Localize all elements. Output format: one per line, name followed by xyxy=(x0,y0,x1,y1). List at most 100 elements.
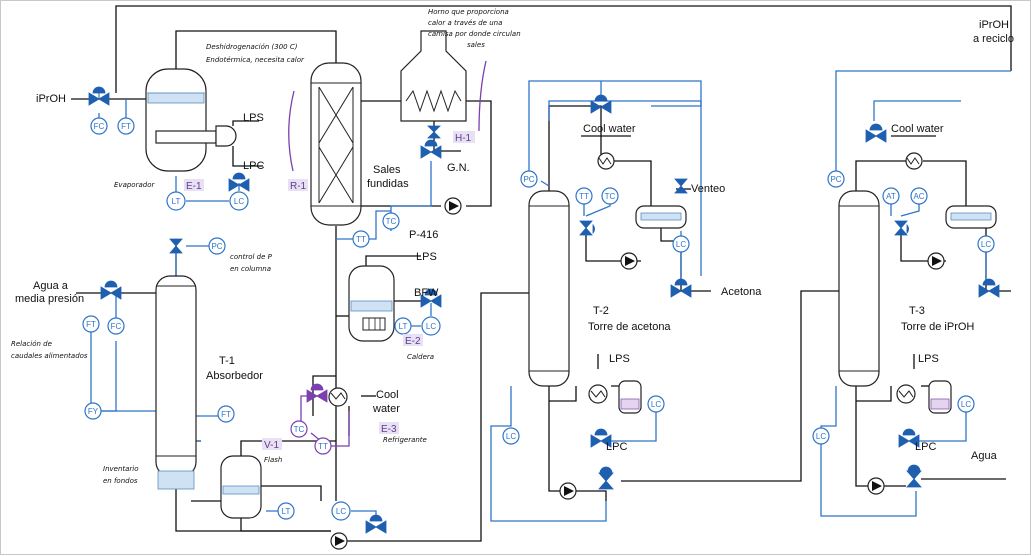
instrument-tt-reactor[interactable]: TT xyxy=(352,230,370,248)
label-t3-name: Torre de iPrOH xyxy=(901,321,974,333)
note-pressure-1: control de P xyxy=(230,253,273,261)
label-evaporador: Evaporador xyxy=(114,181,155,189)
instrument-ft-water[interactable]: FT xyxy=(82,315,100,333)
svg-text:LT: LT xyxy=(172,197,181,206)
instrument-lt-e1[interactable]: LT xyxy=(166,191,186,211)
label-venteo: Venteo xyxy=(691,183,725,195)
svg-text:LC: LC xyxy=(676,240,686,249)
label-lpc-e1: LPC xyxy=(243,160,264,172)
svg-text:E-2: E-2 xyxy=(405,336,421,347)
instrument-lc-t3-drum[interactable]: LC xyxy=(977,235,995,253)
label-acetona: Acetona xyxy=(721,286,762,298)
valve-t2-acetone[interactable] xyxy=(670,278,692,298)
instrument-tt-t2[interactable]: TT xyxy=(575,187,593,205)
svg-text:LC: LC xyxy=(981,240,991,249)
note-ratio-1: Relación de xyxy=(11,340,52,348)
instrument-fy-ratio[interactable]: FY xyxy=(84,402,102,420)
valve-t1-top[interactable] xyxy=(169,238,183,254)
valve-t3-cooling-top[interactable] xyxy=(865,123,887,143)
instrument-lc-t2-reboiler[interactable]: LC xyxy=(647,395,665,413)
label-lps-p416: LPS xyxy=(416,251,437,263)
instrument-ft-t1[interactable]: FT xyxy=(217,405,235,423)
label-sales-1: Sales xyxy=(373,164,401,176)
svg-text:TT: TT xyxy=(318,442,328,451)
valve-t3-lpc[interactable] xyxy=(898,428,920,448)
label-t2-name: Torre de acetona xyxy=(588,321,671,333)
tag-e2: E-2 xyxy=(403,334,423,347)
label-gn: G.N. xyxy=(447,162,470,174)
label-lps-t3: LPS xyxy=(918,353,939,365)
valve-t2-cooling[interactable] xyxy=(579,220,595,236)
note-furnace-2: calor a través de una xyxy=(428,19,502,27)
svg-text:PC: PC xyxy=(523,175,534,184)
svg-text:FC: FC xyxy=(94,122,105,131)
instrument-lt-e2[interactable]: LT xyxy=(394,317,412,335)
valve-furnace-top[interactable] xyxy=(427,125,441,139)
valve-v1-liquid[interactable] xyxy=(365,514,387,534)
label-cool-t3: Cool water xyxy=(891,123,944,135)
tag-e1: E-1 xyxy=(184,179,204,192)
svg-text:LC: LC xyxy=(336,507,346,516)
column-t3 xyxy=(838,152,997,414)
valve-iproh-feed[interactable] xyxy=(88,86,110,106)
pump-t3-bottom xyxy=(867,477,885,495)
valve-t2-lpc[interactable] xyxy=(590,428,612,448)
instrument-pc-t2[interactable]: PC xyxy=(520,170,538,188)
instrument-lc-t3-bottom[interactable]: LC xyxy=(812,427,830,445)
svg-text:V-1: V-1 xyxy=(264,440,279,451)
svg-text:LC: LC xyxy=(651,400,661,409)
note-pressure-2: en columna xyxy=(230,265,271,273)
label-bfw: BFW xyxy=(414,287,439,299)
valve-water-feed[interactable] xyxy=(100,280,122,300)
instrument-ft-feed[interactable]: FT xyxy=(117,117,135,135)
instrument-tc-t2[interactable]: TC xyxy=(601,187,619,205)
label-cool-e3-2: water xyxy=(372,403,400,415)
valve-e3-cooling[interactable] xyxy=(306,383,328,403)
instrument-lc-t3-reboiler[interactable]: LC xyxy=(957,395,975,413)
note-ratio-2: caudales alimentados xyxy=(11,352,88,360)
instrument-lc-t2-bottom[interactable]: LC xyxy=(502,427,520,445)
pump-t3-reflux xyxy=(927,252,945,270)
valve-t2-pressure[interactable] xyxy=(590,94,612,114)
valve-bfw[interactable] xyxy=(420,288,442,308)
label-iproh-feed: iPrOH xyxy=(36,93,66,105)
valve-t3-cooling[interactable] xyxy=(894,220,909,236)
instrument-tc-reactor[interactable]: TC xyxy=(382,212,400,230)
instrument-tt-e3[interactable]: TT xyxy=(314,437,332,455)
label-t1-tag: T-1 xyxy=(219,355,235,367)
svg-text:TC: TC xyxy=(605,192,616,201)
instrument-fc-water[interactable]: FC xyxy=(107,317,125,335)
svg-text:TC: TC xyxy=(294,425,305,434)
pump-v1-bottom xyxy=(330,532,348,550)
instrument-tc-e3[interactable]: TC xyxy=(290,420,308,438)
valve-t3-bottoms[interactable] xyxy=(906,464,922,488)
instrument-ac-t3[interactable]: AC xyxy=(910,187,928,205)
valve-t2-bottoms[interactable] xyxy=(598,466,614,490)
svg-text:AT: AT xyxy=(886,192,896,201)
instrument-pc-t3[interactable]: PC xyxy=(827,170,845,188)
label-t1-name: Absorbedor xyxy=(206,370,263,382)
svg-text:LC: LC xyxy=(234,197,244,206)
instrument-lc-t2-drum[interactable]: LC xyxy=(672,235,690,253)
note-furnace-3: camisa por donde circulan xyxy=(428,30,521,38)
valve-t2-vent[interactable] xyxy=(674,178,688,194)
instrument-lc-e2[interactable]: LC xyxy=(421,316,441,336)
instrument-lc-v1[interactable]: LC xyxy=(331,501,351,521)
valve-gn[interactable] xyxy=(420,139,442,159)
label-lpc-t3: LPC xyxy=(915,441,936,453)
instrument-at-t3[interactable]: AT xyxy=(882,187,900,205)
valve-t3-distillate[interactable] xyxy=(978,278,1000,298)
svg-text:H-1: H-1 xyxy=(455,133,472,144)
instrument-fc-feed[interactable]: FC xyxy=(90,117,108,135)
valve-lpc-e1[interactable] xyxy=(228,172,250,192)
instrument-lc-e1[interactable]: LC xyxy=(229,191,249,211)
svg-text:LC: LC xyxy=(816,432,826,441)
label-sales-2: fundidas xyxy=(367,178,409,190)
instrument-pc-t1[interactable]: PC xyxy=(208,237,226,255)
svg-text:TC: TC xyxy=(386,217,397,226)
instrument-lt-v1[interactable]: LT xyxy=(277,502,295,520)
label-t2-tag: T-2 xyxy=(593,305,609,317)
label-iproh-recycle-2: a reciclo xyxy=(973,33,1014,45)
label-agua-1: Agua a xyxy=(33,280,69,292)
